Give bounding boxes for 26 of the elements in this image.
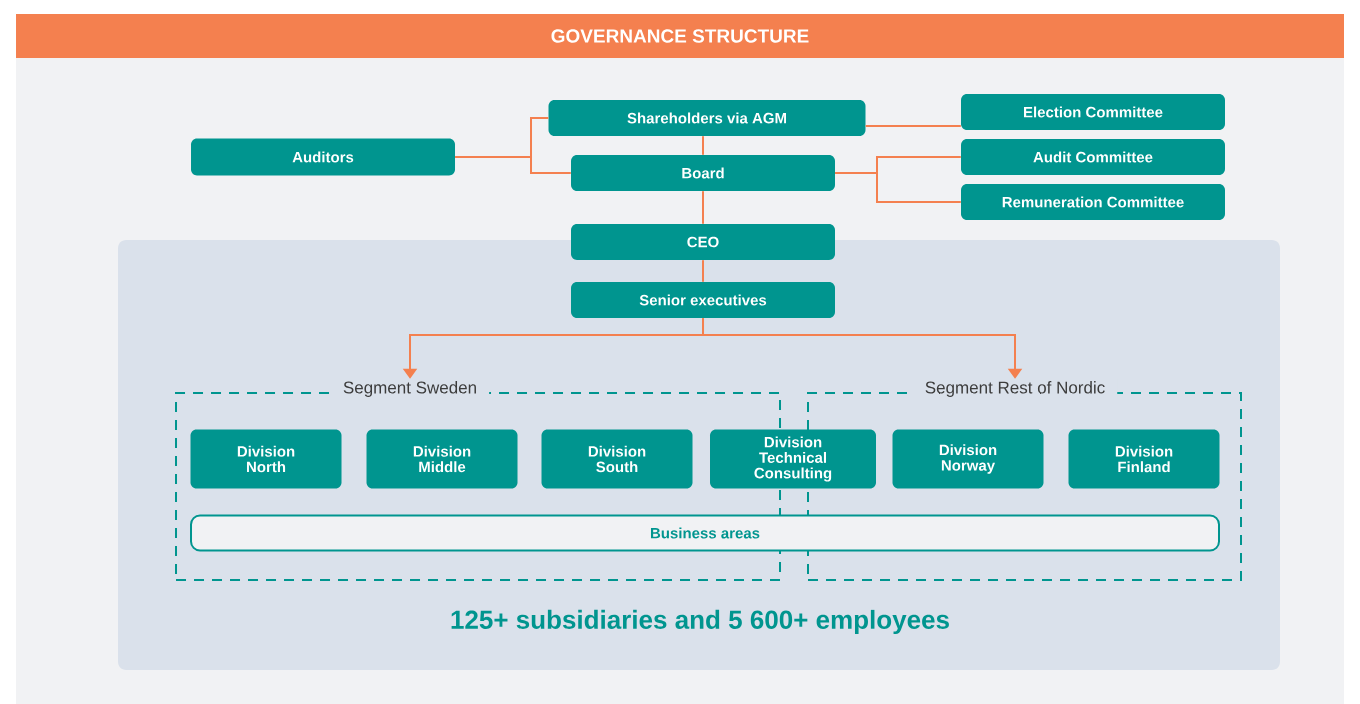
connector-line xyxy=(702,190,704,225)
connector-line xyxy=(702,259,704,283)
connector-line xyxy=(864,125,962,127)
division-box: Division South xyxy=(541,429,693,489)
division-box: Division North xyxy=(190,429,342,489)
band-box: Business areas xyxy=(190,514,1220,552)
segment-heading: Segment Sweden xyxy=(330,379,490,399)
division-box: Division Technical Consulting xyxy=(710,429,876,489)
process-box: Election Committee xyxy=(961,94,1225,130)
division-box: Division Middle xyxy=(366,429,518,489)
arrow xyxy=(702,317,1023,379)
process-box: CEO xyxy=(571,224,835,260)
connector-line xyxy=(702,135,704,156)
process-box: Shareholders via AGM xyxy=(548,100,866,136)
division-box: Division Norway xyxy=(892,429,1044,489)
process-box: Auditors xyxy=(191,138,455,176)
connector-line xyxy=(834,172,962,203)
segment-heading: Segment Rest of Nordic xyxy=(912,379,1118,399)
note-text: 125+ subsidiaries and 5 600+ employees xyxy=(451,609,949,635)
connector-line xyxy=(454,156,572,174)
process-box: Remuneration Committee xyxy=(961,184,1225,220)
process-box: Audit Committee xyxy=(961,139,1225,175)
process-box: Senior executives xyxy=(571,282,835,318)
division-box: Division Finland xyxy=(1068,429,1220,489)
title-bar: GOVERNANCE STRUCTURE xyxy=(16,14,1344,58)
process-box: Board xyxy=(571,155,835,191)
